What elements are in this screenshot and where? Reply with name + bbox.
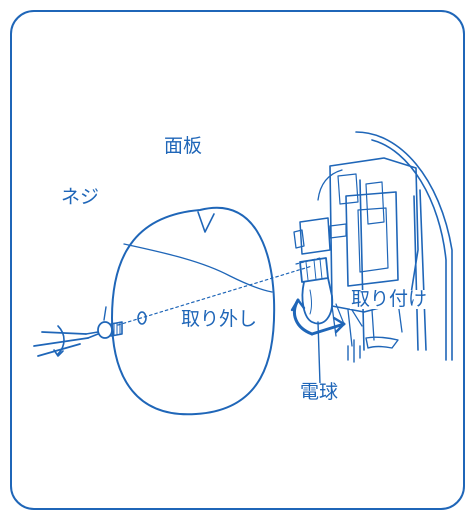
screwdriver-icon bbox=[33, 325, 99, 357]
bulb-label: 電球 bbox=[299, 381, 340, 403]
finger-icon bbox=[347, 336, 399, 363]
screw-label: ネジ bbox=[60, 186, 101, 208]
faceplate-label: 面板 bbox=[163, 135, 204, 157]
face-plate bbox=[111, 206, 276, 416]
light-bulb bbox=[299, 257, 334, 325]
lamp-mechanism bbox=[293, 131, 453, 361]
rotate-arrow-icon bbox=[290, 298, 346, 336]
illustration-frame bbox=[10, 10, 465, 510]
installation-label: 取り付け bbox=[350, 288, 429, 310]
removal-label: 取り外し bbox=[180, 308, 259, 330]
screw bbox=[97, 306, 123, 339]
